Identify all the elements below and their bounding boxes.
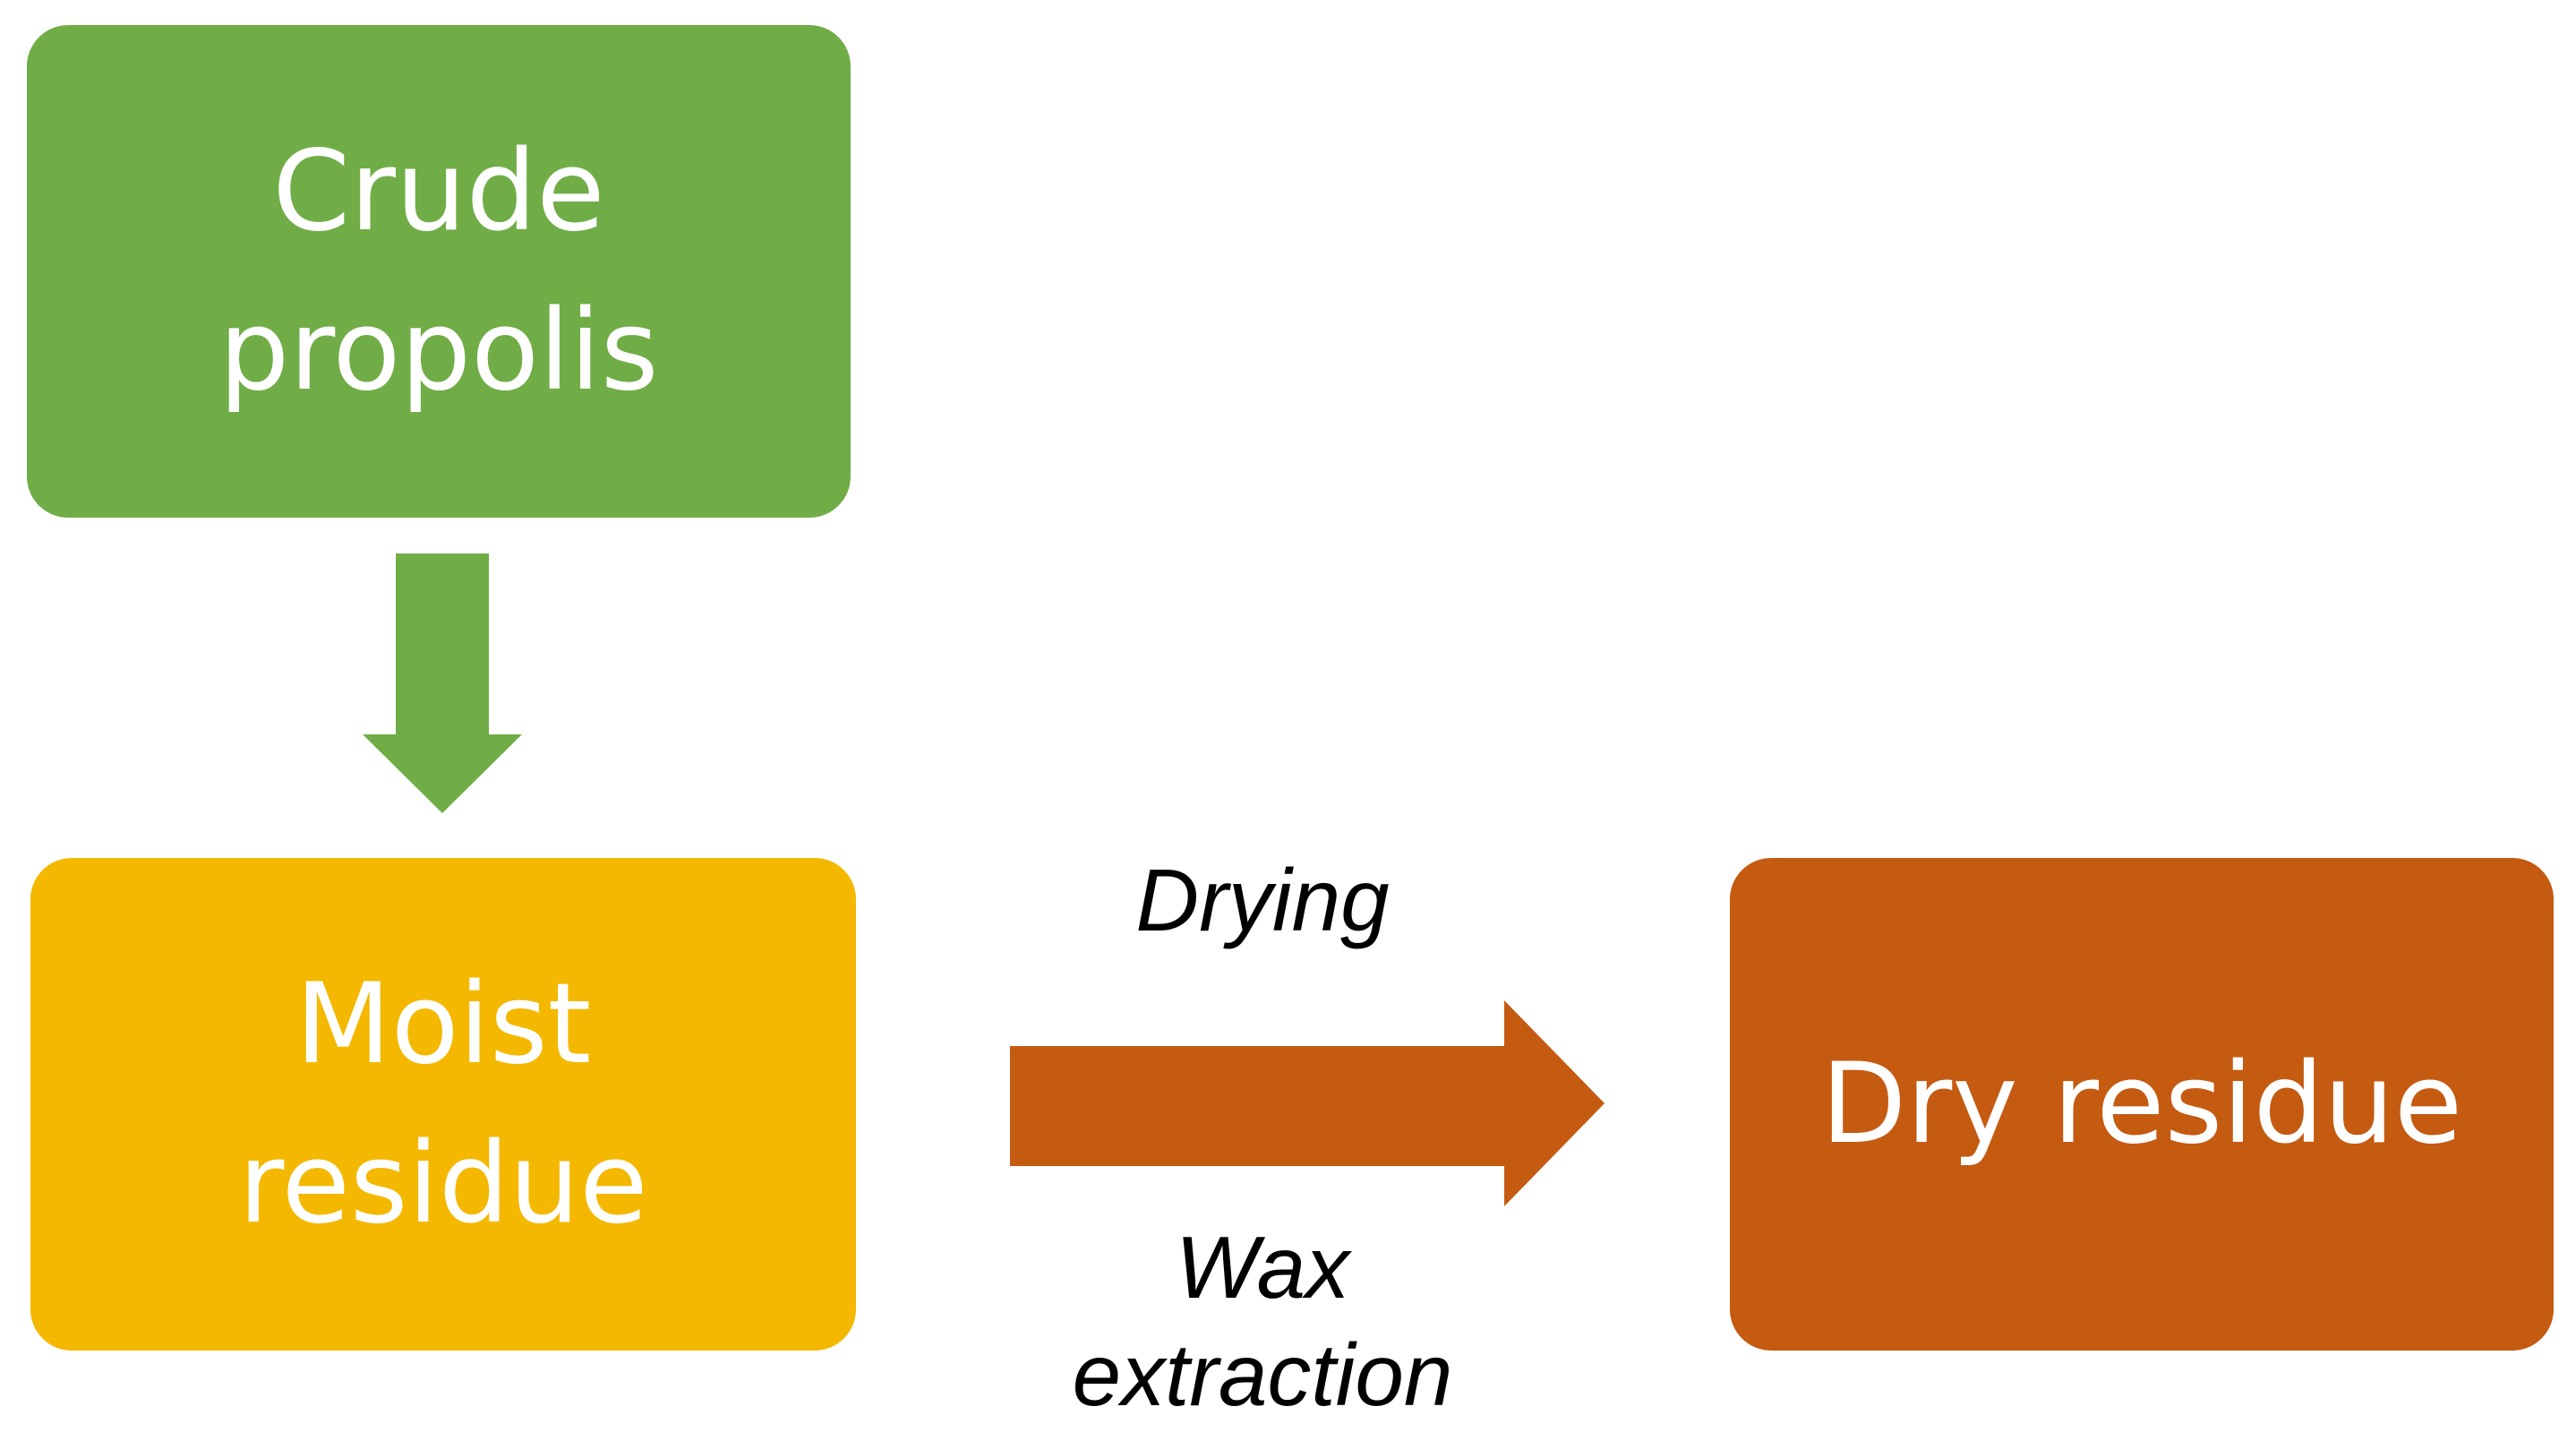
down-arrow-crude-to-moist	[363, 553, 522, 813]
edge-label-drying: Drying	[1135, 851, 1390, 949]
edge-label-wax-line1: Wax	[1175, 1218, 1350, 1317]
node-crude-propolis: Crude propolis	[27, 25, 851, 518]
edge-label-wax-extraction: Wax extraction	[994, 1214, 1531, 1428]
node-moist-residue: Moist residue	[30, 858, 856, 1351]
edge-label-wax-line2: extraction	[1072, 1325, 1453, 1424]
node-moist-residue-line1: Moist	[295, 960, 592, 1089]
right-arrow-moist-to-dry	[1010, 1000, 1605, 1206]
node-dry-residue-line1: Dry residue	[1820, 1040, 2463, 1169]
node-crude-propolis-line2: propolis	[218, 287, 659, 416]
node-moist-residue-line2: residue	[238, 1119, 648, 1248]
node-dry-residue: Dry residue	[1730, 858, 2554, 1351]
node-crude-propolis-line1: Crude	[272, 127, 605, 256]
